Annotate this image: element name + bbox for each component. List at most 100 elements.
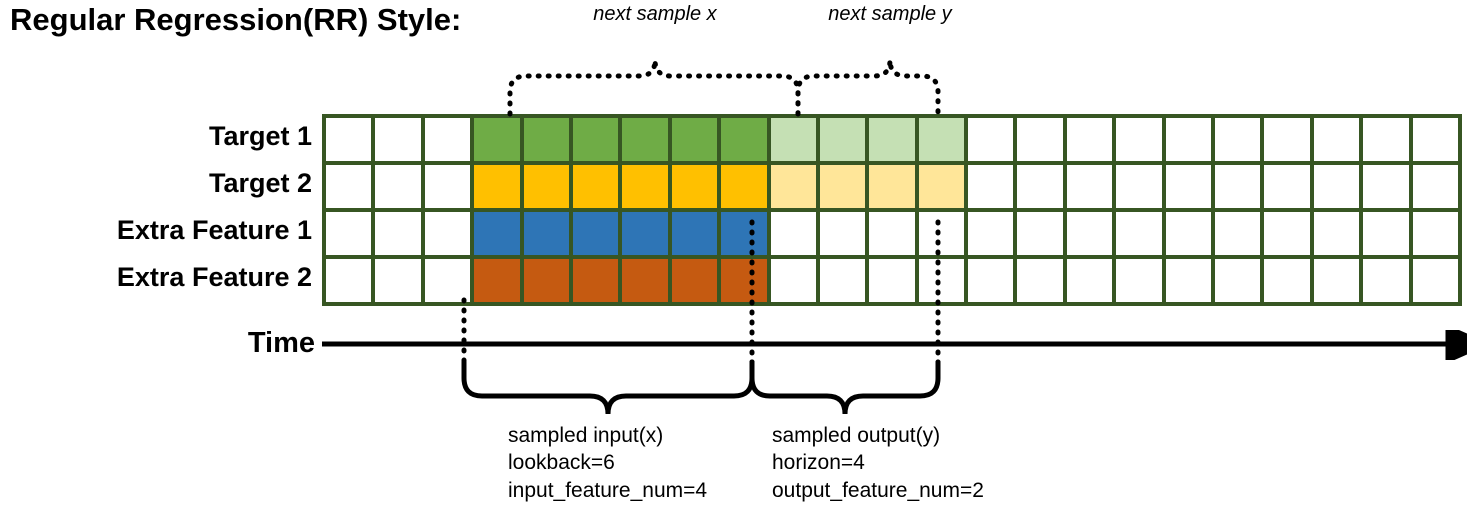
grid-cell-input [622,118,668,161]
grid-cell-input [622,259,668,302]
grid-cell-input [721,118,767,161]
grid-cell-empty [375,212,421,255]
time-axis-arrow [322,330,1467,360]
grid-cell-empty [1363,165,1409,208]
grid-cell-empty [968,165,1014,208]
grid-cell-output [869,118,915,161]
grid-cell-empty [918,259,965,302]
grid-cell-empty [968,118,1014,161]
grid-cell-output [918,165,965,208]
row-label-4: Extra Feature 2 [116,261,312,292]
grid-cell-empty [1165,165,1212,208]
grid-row-1 [326,118,1458,161]
grid-cell-empty [1215,165,1261,208]
grid-cell-empty [1412,118,1458,161]
grid-cell-empty [968,212,1014,255]
annotation-output-title: sampled output(y) [772,424,941,447]
grid-cell-output [819,165,866,208]
caption-next-sample-y: next sample y [828,3,952,25]
grid-cell-input [721,212,767,255]
grid-cell-empty [1116,118,1162,161]
grid-cell-empty [770,212,816,255]
grid-cell-empty [1313,212,1360,255]
grid-cell-empty [424,259,471,302]
grid-cell-input [721,165,767,208]
grid-cell-input [572,118,619,161]
grid-cell-empty [1363,259,1409,302]
grid-cell-output [819,118,866,161]
grid-cell-empty [819,212,866,255]
grid-cell-empty [424,118,471,161]
grid-cell-input [572,259,619,302]
time-axis-label: Time [247,327,315,359]
annotation-output-horizon: horizon=4 [772,451,865,475]
grid-cell-empty [918,212,965,255]
grid-cell-input [671,165,718,208]
grid-cell-empty [375,259,421,302]
grid-cell-empty [1165,118,1212,161]
annotation-input-title: sampled input(x) [508,424,664,447]
annotation-input-feature-num: input_feature_num=4 [508,478,708,502]
grid-cell-empty [375,118,421,161]
brace-sampled-output [749,359,941,415]
grid-cell-empty [1412,259,1458,302]
grid-cell-empty [1017,212,1063,255]
caption-next-sample-x: next sample x [593,3,717,25]
grid-cell-empty [375,165,421,208]
grid-cell-empty [1363,212,1409,255]
row-label-3: Extra Feature 1 [116,214,312,245]
grid-cell-empty [1066,165,1113,208]
grid-cell-empty [1363,118,1409,161]
grid-cell-input [523,118,569,161]
grid-cell-input [474,259,520,302]
brace-next-sample-y [795,59,941,117]
grid-cell-empty [424,212,471,255]
grid-cell-empty [1017,259,1063,302]
grid-cell-empty [1264,165,1310,208]
grid-cell-empty [968,259,1014,302]
grid-cell-output [770,165,816,208]
grid-cell-empty [1066,212,1113,255]
grid-cell-empty [1313,165,1360,208]
grid-cell-input [671,259,718,302]
grid-cell-empty [1215,259,1261,302]
timeseries-grid [322,114,1462,306]
grid-cell-empty [1017,165,1063,208]
grid-cell-input [671,118,718,161]
grid-cell-empty [326,259,372,302]
grid-cell-empty [1215,212,1261,255]
row-label-2: Target 2 [208,167,312,198]
grid-cell-empty [1264,118,1310,161]
grid-cell-input [474,212,520,255]
grid-cell-empty [1165,212,1212,255]
grid-cell-input [572,212,619,255]
grid-cell-empty [1116,165,1162,208]
grid-cell-empty [1165,259,1212,302]
grid-cell-output [869,165,915,208]
grid-cell-empty [1264,259,1310,302]
annotation-input-lookback: lookback=6 [508,451,615,475]
grid-cell-empty [869,259,915,302]
grid-cell-input [523,165,569,208]
grid-cell-output [770,118,816,161]
grid-cell-empty [1017,118,1063,161]
grid-cell-input [474,118,520,161]
brace-next-sample-x [507,59,801,117]
grid-cell-empty [1313,118,1360,161]
grid-cell-empty [1066,259,1113,302]
grid-cell-empty [770,259,816,302]
grid-cell-input [572,165,619,208]
annotation-output-feature-num: output_feature_num=2 [772,478,984,502]
grid-row-2 [326,165,1458,208]
annotation-sampled-input: sampled input(x) lookback=6 input_featur… [508,422,707,504]
grid-cell-input [671,212,718,255]
annotation-sampled-output: sampled output(y) horizon=4 output_featu… [772,422,984,504]
grid-cell-empty [326,165,372,208]
grid-cell-empty [1116,259,1162,302]
grid-cell-empty [1264,212,1310,255]
grid-row-3 [326,212,1458,255]
grid-cell-empty [819,259,866,302]
grid-cell-empty [1412,212,1458,255]
grid-cell-output [918,118,965,161]
